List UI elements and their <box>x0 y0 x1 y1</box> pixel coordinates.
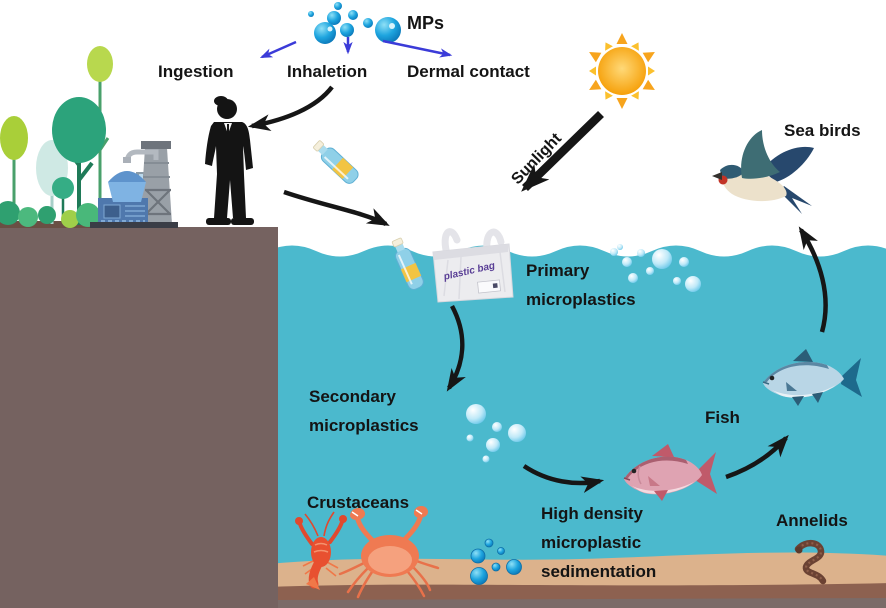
factory-icon <box>90 141 178 228</box>
worm-icon <box>794 540 827 585</box>
arrow-secondary-to-fish <box>522 464 605 493</box>
plastic-bottle-floating-icon <box>391 237 424 290</box>
crustaceans-label: Crustaceans <box>307 493 410 512</box>
sediment-bubbles-icon <box>470 538 522 585</box>
arrow-mps-to-dermal <box>382 39 453 58</box>
plastic-bag-icon: plastic bag <box>432 228 514 303</box>
fish-label: Fish <box>705 408 740 427</box>
crab-icon <box>338 505 440 599</box>
sun-icon <box>589 33 655 109</box>
arrow-sunlight <box>521 110 604 192</box>
blue-fish-icon <box>762 349 862 406</box>
secondary-bubbles-icon <box>466 404 526 463</box>
mps-bubbles-icon <box>308 2 401 44</box>
arrow-fish-to-fish <box>725 434 789 480</box>
arrow-bag-to-secondary <box>446 304 466 392</box>
arrow-fish-to-seabird <box>798 226 828 333</box>
human-silhouette-icon <box>205 96 254 225</box>
swallow-bird-icon <box>712 130 814 214</box>
mps-label: MPs <box>407 13 445 33</box>
ingestion-label: Ingestion <box>158 62 234 81</box>
plastic-bottle-icon <box>313 140 359 184</box>
high-density-sedimentation-label: High density microplastic sedimentation <box>541 504 657 582</box>
land-cliff <box>0 227 278 608</box>
secondary-microplastics-label: Secondary microplastics <box>309 387 419 436</box>
sea-birds-label: Sea birds <box>784 121 861 140</box>
dermal-contact-label: Dermal contact <box>407 62 530 81</box>
arrow-human-to-sea <box>283 189 390 227</box>
primary-microplastics-label: Primary microplastics <box>526 261 636 310</box>
shrimp-icon <box>295 511 347 590</box>
trees-icon <box>0 46 136 228</box>
surface-bubbles-icon <box>610 244 701 292</box>
pink-fish-icon <box>623 444 717 501</box>
seafloor-bedrock <box>268 598 886 608</box>
annelids-label: Annelids <box>776 511 848 530</box>
arrow-inhalation-to-human <box>247 85 334 132</box>
arrow-mps-to-ingestion <box>259 40 297 59</box>
inhalation-label: Inhaletion <box>287 62 368 81</box>
